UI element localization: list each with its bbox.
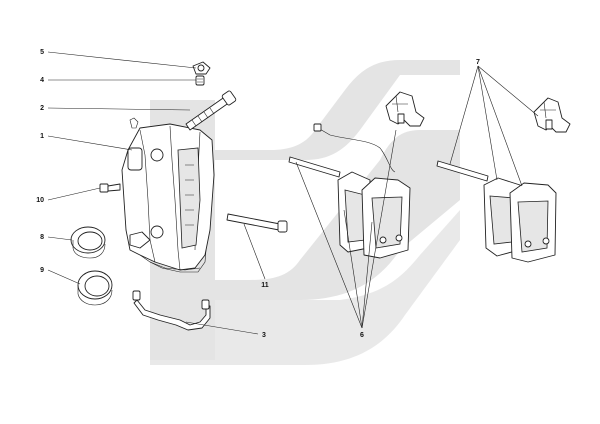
background-logo bbox=[150, 60, 460, 365]
leader-lines bbox=[47, 51, 539, 335]
bolt-long bbox=[185, 90, 237, 131]
callout-10: 10 bbox=[36, 197, 44, 204]
pad-spring-clip-rear bbox=[533, 97, 571, 133]
caliper-body bbox=[121, 117, 215, 273]
bolt-small bbox=[99, 183, 121, 193]
callout-8: 8 bbox=[40, 234, 44, 241]
callout-7: 7 bbox=[476, 59, 480, 66]
piston-seal bbox=[77, 270, 113, 306]
seal-ring bbox=[70, 226, 106, 259]
brake-pad-set-rear bbox=[436, 160, 557, 263]
callout-6: 6 bbox=[360, 332, 364, 339]
callout-2: 2 bbox=[40, 105, 44, 112]
callout-11: 11 bbox=[261, 282, 269, 289]
brake-pad-set-front bbox=[288, 123, 411, 259]
pad-retaining-pin bbox=[226, 213, 288, 233]
bleed-cap bbox=[192, 61, 211, 75]
callouts: 5 4 2 1 10 8 9 3 11 6 7 bbox=[36, 49, 480, 339]
callout-1: 1 bbox=[40, 133, 44, 140]
callout-5: 5 bbox=[40, 49, 44, 56]
brake-pipe bbox=[132, 290, 211, 331]
callout-4: 4 bbox=[40, 77, 44, 84]
bleed-nipple bbox=[195, 75, 205, 86]
callout-9: 9 bbox=[40, 267, 44, 274]
callout-3: 3 bbox=[262, 332, 266, 339]
pad-spring-clip-front bbox=[385, 91, 425, 127]
